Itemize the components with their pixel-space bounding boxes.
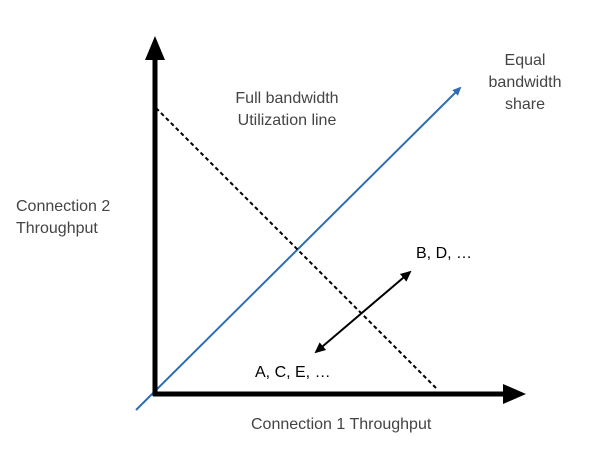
y-axis-label: Connection 2 Throughput	[16, 196, 110, 240]
y-axis-label-line-2: Throughput	[16, 220, 98, 237]
equal-share-label-line-2: bandwidth	[488, 74, 562, 91]
x-axis-label: Connection 1 Throughput	[251, 416, 432, 433]
x-axis-arrowhead	[503, 384, 526, 404]
equal-share-label-line-3: share	[504, 96, 546, 113]
full-utilization-label-line-2: Utilization line	[237, 112, 337, 129]
y-axis-label-line-1: Connection 2	[16, 198, 111, 215]
full-utilization-label-line-1: Full bandwidth	[235, 90, 339, 107]
full-utilization-label: Full bandwidth Utilization line	[212, 88, 362, 132]
equal-share-line	[135, 86, 462, 411]
y-axis-arrowhead	[145, 36, 165, 60]
lower-point-label: A, C, E, …	[255, 364, 331, 381]
equal-share-label-line-1: Equal	[504, 52, 546, 69]
equal-share-label: Equal bandwidth share	[470, 50, 580, 116]
upper-point-label: B, D, …	[416, 245, 473, 262]
oscillation-arrow	[314, 270, 412, 354]
